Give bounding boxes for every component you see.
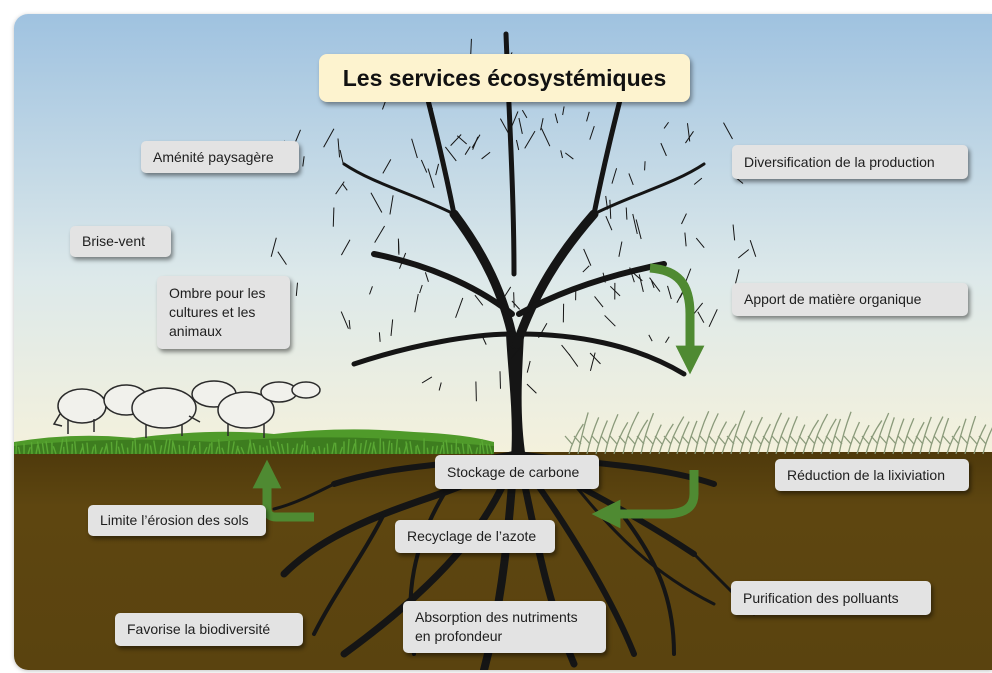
ecosystem-services-diagram: Les services écosystémiques Aménité pays… [14, 14, 992, 670]
label-limite-erosion: Limite l’érosion des sols [88, 505, 266, 536]
arrow-organic-matter [649, 263, 705, 375]
flow-arrows [252, 263, 705, 529]
label-favorise-biodiversite: Favorise la biodiversité [115, 613, 303, 646]
grass-blades [15, 438, 493, 455]
label-diversification: Diversification de la production [732, 145, 968, 179]
crop-field [564, 410, 992, 455]
label-brise-vent: Brise-vent [70, 226, 171, 257]
diagram-title: Les services écosystémiques [319, 54, 690, 102]
sheep-flock [52, 380, 321, 438]
label-absorption-nutriments: Absorption des nutriments en profondeur [403, 601, 606, 653]
label-purification: Purification des polluants [731, 581, 931, 615]
label-amenite-paysagere: Aménité paysagère [141, 141, 299, 173]
arrow-erosion [252, 459, 314, 522]
label-stockage-carbone: Stockage de carbone [435, 455, 599, 489]
tree [342, 31, 706, 459]
label-reduction-lixiviation: Réduction de la lixiviation [775, 459, 969, 491]
diagram-title-text: Les services écosystémiques [342, 64, 667, 91]
label-apport-matiere: Apport de matière organique [732, 283, 968, 316]
arrow-leaching [591, 470, 699, 529]
label-recyclage-azote: Recyclage de l’azote [395, 520, 555, 553]
label-ombre: Ombre pour les cultures et les animaux [157, 276, 290, 349]
